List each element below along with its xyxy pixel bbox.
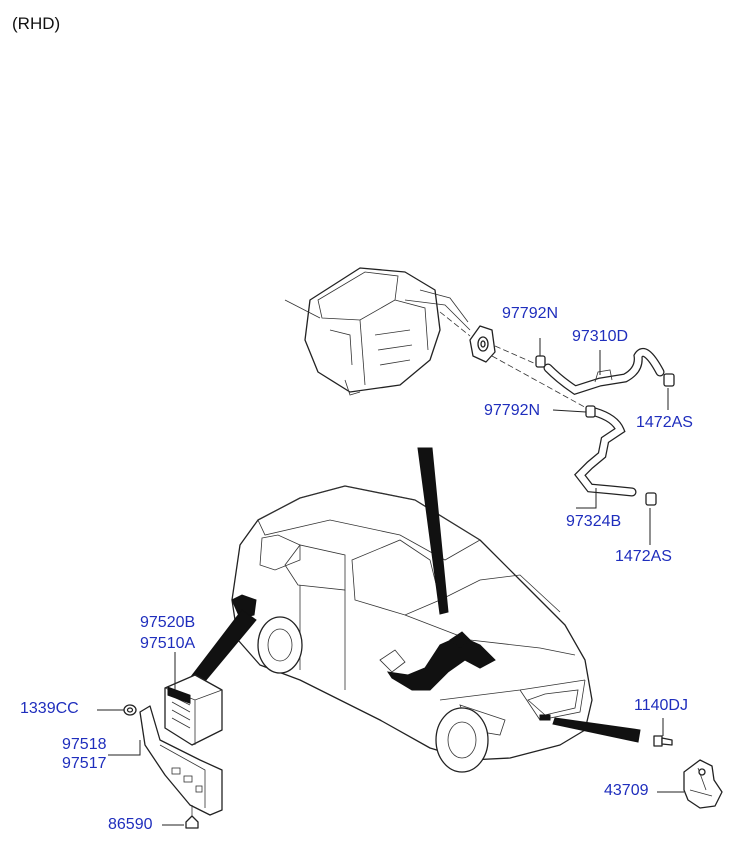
callout-1140DJ[interactable]: 1140DJ: [634, 697, 688, 714]
callout-1339CC[interactable]: 1339CC: [20, 700, 79, 717]
hose-97310D: [543, 348, 665, 395]
variant-note: (RHD): [12, 14, 61, 33]
callout-1472AS[interactable]: 1472AS: [615, 548, 672, 565]
callout-97310D[interactable]: 97310D: [572, 328, 629, 345]
grommet: [469, 325, 496, 363]
callout-97510A[interactable]: 97510A: [140, 635, 196, 652]
sensor: [683, 759, 723, 809]
hose-clamp: [535, 355, 675, 506]
callout-97517[interactable]: 97517: [62, 755, 107, 772]
nut: [123, 704, 137, 716]
callout-97324B[interactable]: 97324B: [566, 513, 622, 530]
callout-lines: [97, 338, 684, 826]
callout-1472AS[interactable]: 1472AS: [636, 414, 693, 431]
callout-97792N[interactable]: 97792N: [502, 305, 559, 322]
callout-43709[interactable]: 43709: [604, 782, 649, 799]
vehicle: [231, 485, 593, 773]
callout-97518[interactable]: 97518: [62, 736, 107, 753]
control-module: [164, 674, 223, 746]
hose-97324B: [574, 407, 637, 497]
callout-86590[interactable]: 86590: [108, 816, 153, 833]
sensor-bolt: [653, 735, 673, 747]
leader-sensor: [552, 717, 641, 743]
heater-unit: [284, 267, 471, 396]
callout-97520B[interactable]: 97520B: [140, 614, 196, 631]
bracket: [139, 705, 223, 816]
bolt: [185, 805, 199, 829]
leader-heater: [417, 447, 449, 615]
callout-97792N[interactable]: 97792N: [484, 402, 541, 419]
